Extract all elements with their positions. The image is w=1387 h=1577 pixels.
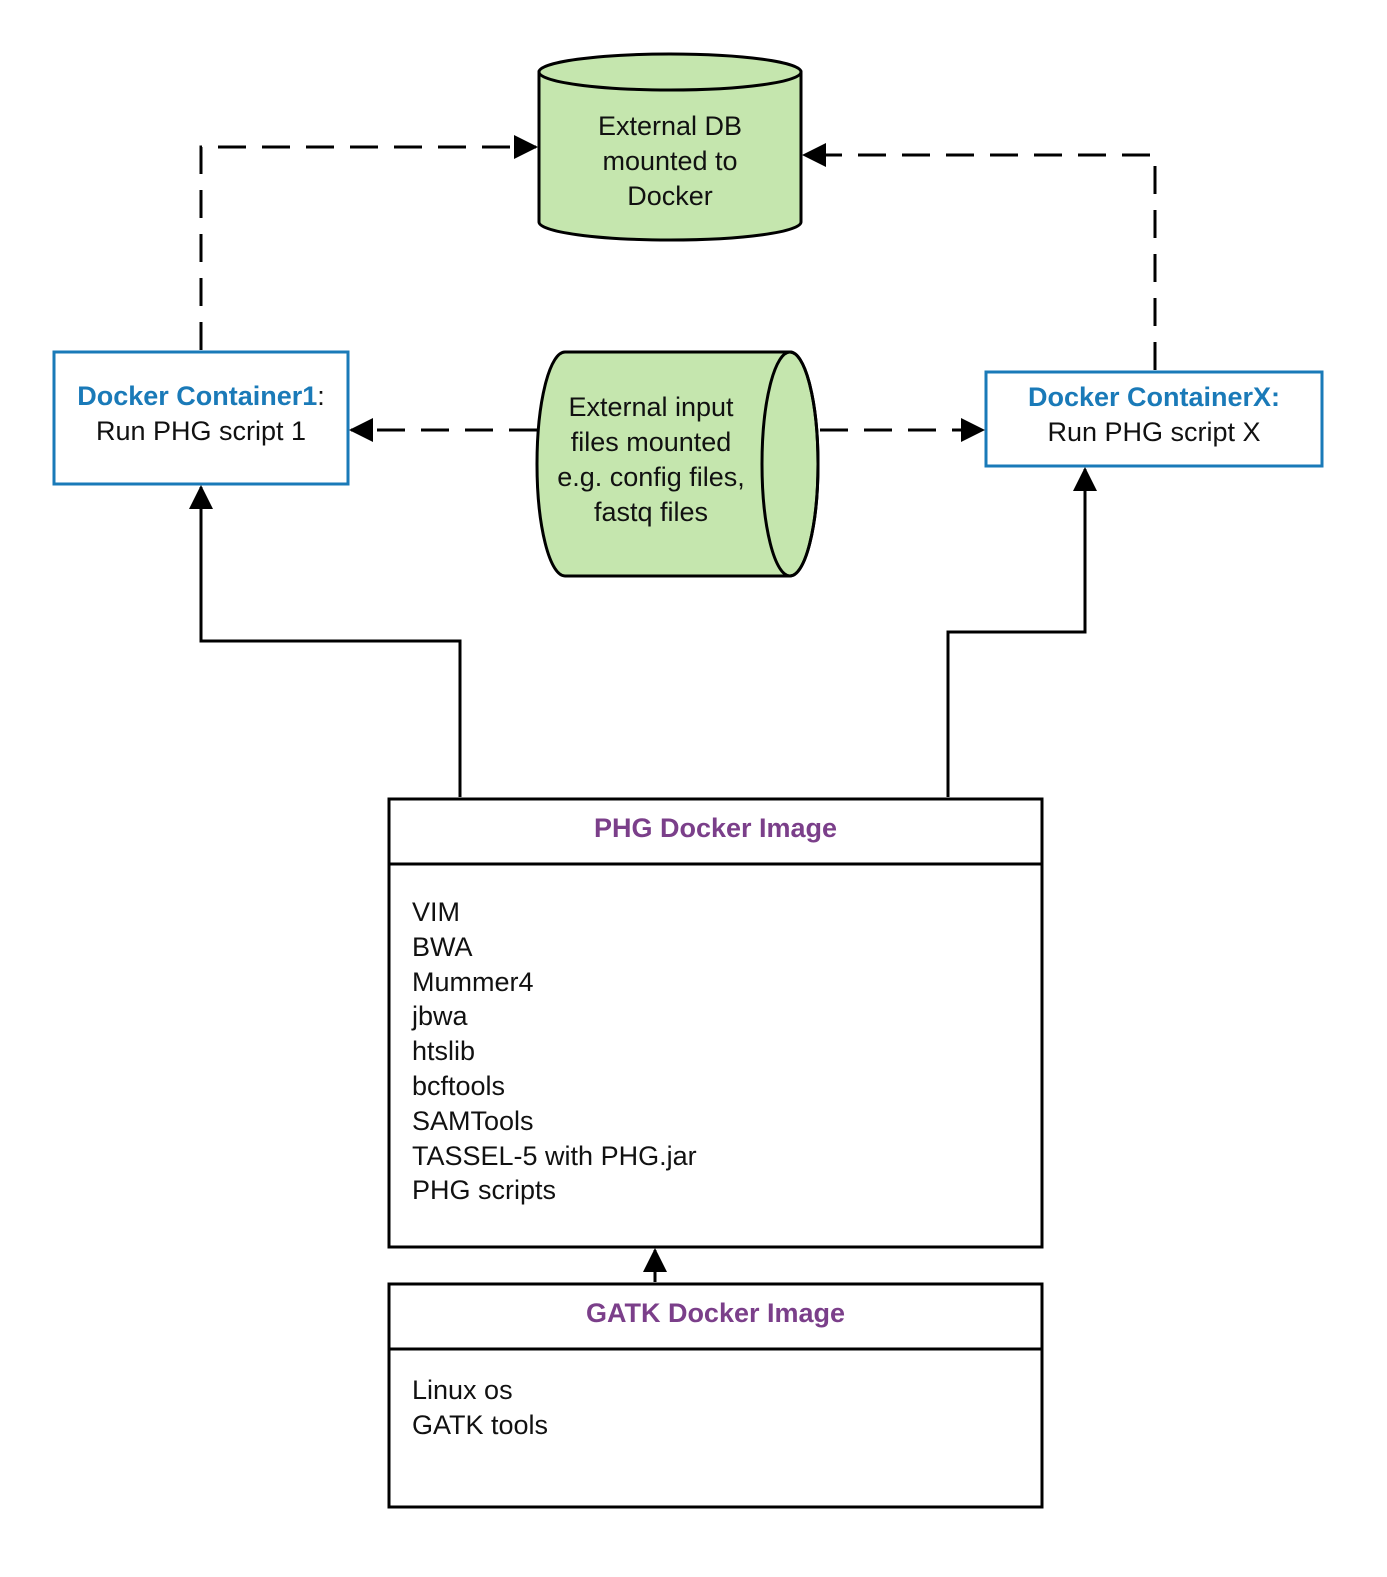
- image-list-item: VIM: [412, 897, 461, 927]
- gatk-image-title: GATK Docker Image: [585, 1298, 846, 1328]
- gatk-image-box: [387, 1282, 1044, 1509]
- container1-title-suffix: :: [317, 381, 325, 411]
- external-db-cylinder: [537, 52, 803, 242]
- dashed-arrow-containerX-to-db: [802, 143, 1157, 370]
- image-list-item: GATK tools: [412, 1409, 549, 1440]
- external-input-line: fastq files: [593, 497, 709, 527]
- image-list-item: TASSEL-5 with PHG.jar: [412, 1140, 697, 1171]
- containerX-label: Docker ContainerX: Run PHG script X: [988, 380, 1320, 450]
- external-db-label: External DB mounted to Docker: [545, 109, 795, 214]
- container1-label: Docker Container1: Run PHG script 1: [56, 379, 346, 449]
- external-input-line: files mounted: [570, 427, 732, 457]
- image-list-item: Linux os: [412, 1375, 513, 1405]
- arrow-phg-to-container1: [189, 485, 462, 797]
- containerX-box: [984, 370, 1324, 468]
- external-input-cylinder: [535, 350, 820, 578]
- containerX-subtitle: Run PHG script X: [1047, 417, 1261, 447]
- image-list-item: BWA: [412, 931, 473, 962]
- image-list-item: Mummer4: [412, 966, 534, 997]
- external-db-line: mounted to: [602, 146, 738, 176]
- phg-image-title: PHG Docker Image: [593, 813, 838, 843]
- gatk-image-list: Linux os GATK tools: [412, 1373, 548, 1443]
- container1-subtitle: Run PHG script 1: [95, 416, 307, 446]
- image-list-item: jbwa: [412, 1001, 468, 1032]
- container1-title: Docker Container1: [77, 381, 318, 411]
- image-list-item: SAMTools: [412, 1105, 534, 1136]
- phg-image-box: [387, 797, 1044, 1249]
- external-db-line: Docker: [627, 181, 713, 211]
- dashed-arrow-container1-to-db: [199, 135, 538, 350]
- image-list-item: htslib: [412, 1036, 476, 1067]
- container1-box: [52, 350, 350, 486]
- image-list-item: PHG scripts: [412, 1175, 557, 1206]
- external-input-label: External input files mounted e.g. config…: [541, 390, 761, 530]
- containerX-title: Docker ContainerX:: [1027, 382, 1281, 412]
- external-input-line: e.g. config files,: [557, 462, 745, 492]
- arrow-phg-to-containerX: [946, 467, 1097, 797]
- external-input-line: External input: [568, 392, 734, 422]
- external-db-line: External DB: [597, 111, 743, 141]
- image-list-item: bcftools: [412, 1070, 506, 1101]
